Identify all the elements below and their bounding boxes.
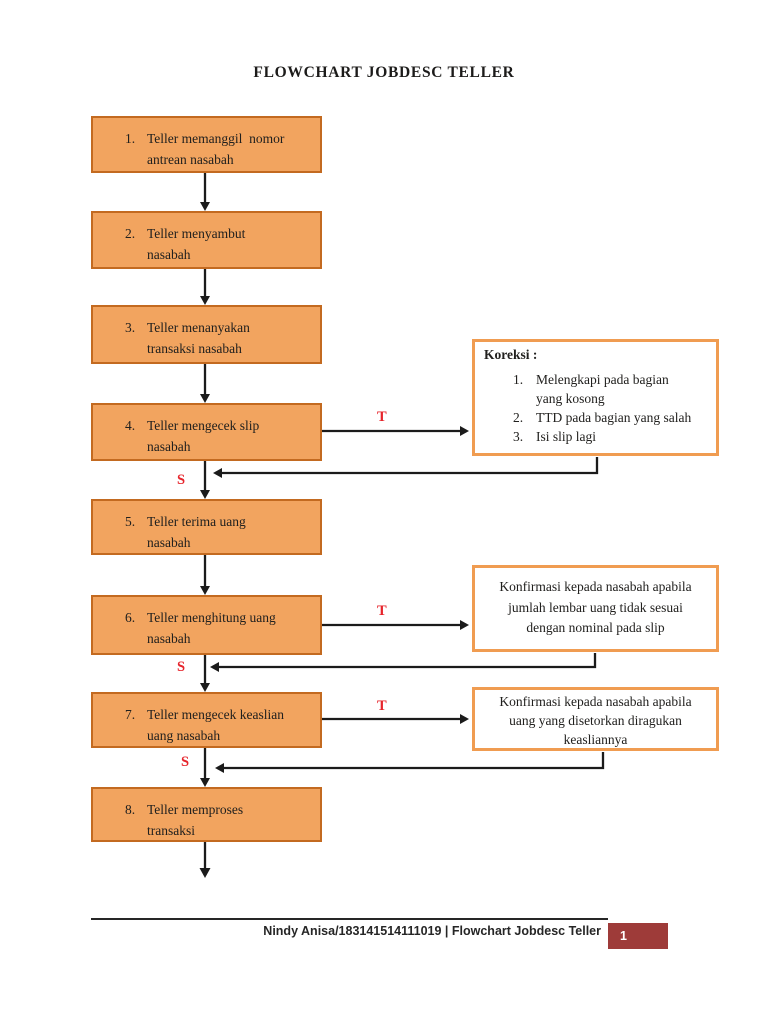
arrow-right-step4-koreksi xyxy=(322,426,469,436)
item-number: 3. xyxy=(513,429,524,444)
koreksi-item: 3. Isi slip lagi xyxy=(484,427,710,446)
koreksi-item: 2. TTD pada bagian yang salah xyxy=(484,408,710,427)
flow-step-4: 4. Teller mengecek slip nasabah xyxy=(91,403,322,461)
arrow-down-step2-step3 xyxy=(200,269,210,305)
arrow-down-step4-step5 xyxy=(200,461,210,499)
return-arrow-koreksi xyxy=(213,457,599,478)
koreksi-item: 1. Melengkapi pada bagian yang kosong xyxy=(484,370,710,408)
arrow-down-step5-step6 xyxy=(200,555,210,595)
step-number: 5. xyxy=(125,514,136,529)
arrow-down-step7-step8 xyxy=(200,748,210,787)
step-number: 4. xyxy=(125,418,136,433)
item-text: Isi slip lagi xyxy=(536,429,596,444)
arrow-down-step6-step7 xyxy=(200,655,210,692)
branch-label-s-step4: S xyxy=(177,472,186,488)
arrow-right-step6-konfirmasi xyxy=(322,620,469,630)
flow-step-5: 5. Teller terima uang nasabah xyxy=(91,499,322,555)
step-text: Teller memproses transaksi xyxy=(147,802,244,838)
flow-step-2: 2. Teller menyambut nasabah xyxy=(91,211,322,269)
step-text: Teller menghitung uang nasabah xyxy=(147,610,276,646)
arrow-down-step1-step2 xyxy=(200,173,210,211)
step-text: Teller mengecek slip nasabah xyxy=(147,418,260,454)
footer-text: Nindy Anisa/183141514111019 | Flowchart … xyxy=(263,924,601,938)
konfirmasi-text: Konfirmasi kepada nasabah apabila uang y… xyxy=(499,694,692,747)
step-number: 6. xyxy=(125,610,136,625)
return-arrow-konfirmasi-jumlah xyxy=(210,653,597,672)
arrow-down-step3-step4 xyxy=(200,364,210,403)
page-number-badge: 1 xyxy=(608,923,668,949)
flow-step-6: 6. Teller menghitung uang nasabah xyxy=(91,595,322,655)
item-text: TTD pada bagian yang salah xyxy=(536,410,692,425)
step-number: 7. xyxy=(125,707,136,722)
koreksi-list: 1. Melengkapi pada bagian yang kosong 2.… xyxy=(484,370,710,446)
konfirmasi-keaslian-box: Konfirmasi kepada nasabah apabila uang y… xyxy=(472,687,719,751)
return-arrow-konfirmasi-keaslian xyxy=(215,752,605,773)
arrow-down-step8-continue xyxy=(199,842,211,878)
step-text: Teller mengecek keaslian uang nasabah xyxy=(147,707,284,743)
flow-step-7: 7. Teller mengecek keaslian uang nasabah xyxy=(91,692,322,748)
step-number: 2. xyxy=(125,226,136,241)
item-text: Melengkapi pada bagian yang kosong xyxy=(536,372,669,406)
flow-step-1: 1. Teller memanggil nomor antrean nasaba… xyxy=(91,116,322,173)
step-text: Teller menanyakan transaksi nasabah xyxy=(147,320,250,356)
branch-label-t-step4: T xyxy=(377,409,387,425)
step-number: 3. xyxy=(125,320,136,335)
page-title: FLOWCHART JOBDESC TELLER xyxy=(253,64,515,81)
arrow-right-step7-konfirmasi xyxy=(322,714,469,724)
item-number: 2. xyxy=(513,410,524,425)
step-text: Teller memanggil nomor antrean nasabah xyxy=(147,131,285,167)
branch-label-t-step6: T xyxy=(377,603,387,619)
branch-label-t-step7: T xyxy=(377,698,387,714)
step-text: Teller menyambut nasabah xyxy=(147,226,246,262)
branch-label-s-step7: S xyxy=(181,754,190,770)
item-number: 1. xyxy=(513,372,524,387)
koreksi-box: Koreksi : 1. Melengkapi pada bagian yang… xyxy=(472,339,719,456)
footer-rule xyxy=(91,918,608,920)
koreksi-title: Koreksi : xyxy=(484,347,538,362)
konfirmasi-text: Konfirmasi kepada nasabah apabila jumlah… xyxy=(499,579,692,635)
flow-step-8: 8. Teller memproses transaksi xyxy=(91,787,322,842)
flow-step-3: 3. Teller menanyakan transaksi nasabah xyxy=(91,305,322,364)
step-number: 8. xyxy=(125,802,136,817)
branch-label-s-step6: S xyxy=(177,659,186,675)
konfirmasi-jumlah-box: Konfirmasi kepada nasabah apabila jumlah… xyxy=(472,565,719,652)
step-text: Teller terima uang nasabah xyxy=(147,514,246,550)
step-number: 1. xyxy=(125,131,136,146)
